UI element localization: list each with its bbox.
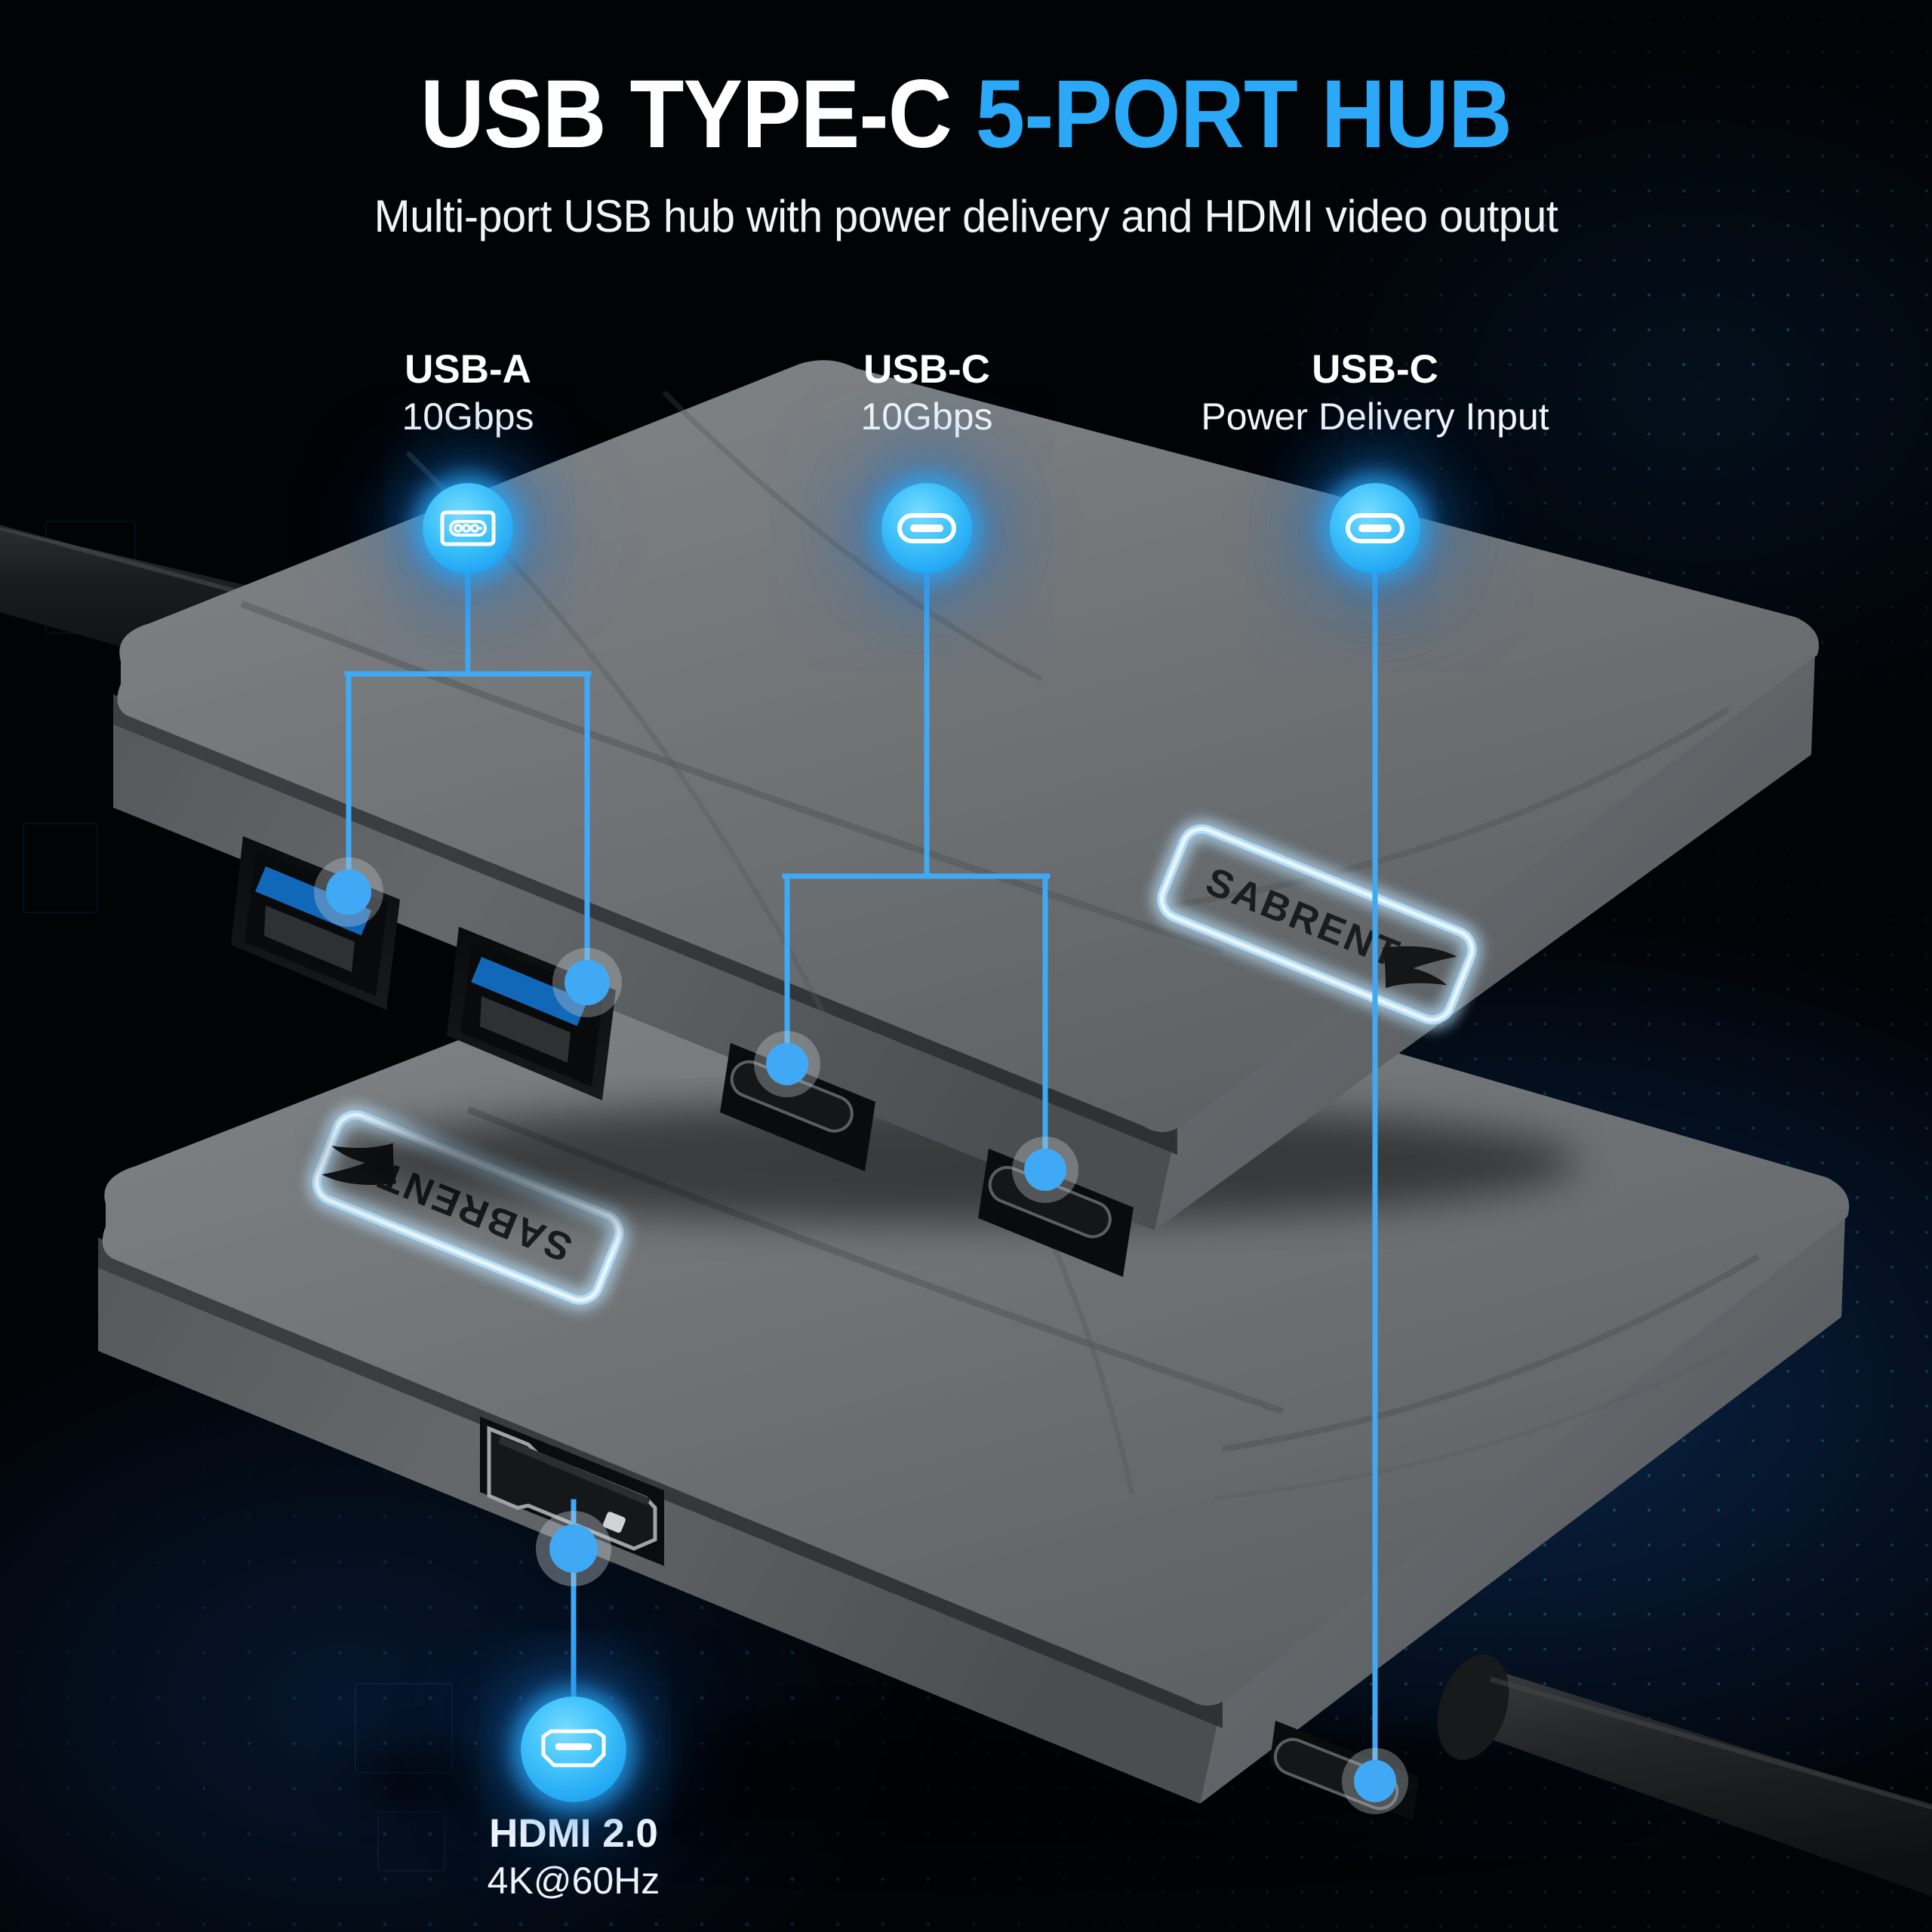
usb-a-port-1: [231, 836, 400, 1010]
usb-a-port-1-target[interactable]: [226, 830, 408, 1019]
callout-hdmi-subtitle: 4K@60Hz: [487, 1860, 660, 1903]
hdmi-icon-bubble[interactable]: [521, 1697, 626, 1802]
usb-c-icon: [897, 513, 956, 543]
page-title-accent: 5-PORT HUB: [975, 60, 1512, 168]
hdmi-port-target[interactable]: [474, 1411, 672, 1571]
hdmi-port: [480, 1417, 664, 1566]
callout-usb-c-data: USB-C 10Gbps: [738, 347, 1115, 439]
callout-usb-c-pd-subtitle: Power Delivery Input: [1201, 395, 1549, 438]
callout-usb-a-title: USB-A: [405, 347, 531, 392]
callout-usb-c-pd: USB-C Power Delivery Input: [1140, 347, 1611, 439]
usb-a-icon: [440, 510, 496, 546]
callout-hdmi-title: HDMI 2.0: [489, 1811, 658, 1856]
callout-usb-a: USB-A 10Gbps: [279, 347, 657, 439]
usb-c-data-icon-bubble[interactable]: [881, 483, 972, 574]
usb-c-pd-icon: [1346, 513, 1404, 543]
callout-usb-a-subtitle: 10Gbps: [401, 395, 534, 438]
page-subtitle: Multi-port USB hub with power delivery a…: [374, 191, 1558, 242]
background-accent-box-2: [23, 823, 98, 913]
callout-usb-c-pd-title: USB-C: [1312, 347, 1438, 392]
callout-hdmi: HDMI 2.0 4K@60Hz: [385, 1811, 762, 1903]
header: USB TYPE-C 5-PORT HUB Multi-port USB hub…: [0, 66, 1932, 242]
callout-usb-c-data-title: USB-C: [863, 347, 990, 392]
page-title-primary: USB TYPE-C: [420, 60, 976, 168]
hdmi-icon: [539, 1729, 608, 1770]
page-title: USB TYPE-C 5-PORT HUB: [77, 66, 1854, 163]
usb-c-pd-icon-bubble[interactable]: [1330, 483, 1420, 574]
usb-a-icon-bubble[interactable]: [423, 483, 513, 574]
usb-a-port-2: [447, 927, 616, 1100]
callout-usb-c-data-subtitle: 10Gbps: [860, 395, 993, 438]
usb-c-port-2-target[interactable]: [972, 1143, 1141, 1286]
usb-c-port-1-target[interactable]: [714, 1037, 883, 1180]
background-accent-box-4: [377, 1811, 445, 1872]
usb-c-pd-port-target[interactable]: [1263, 1715, 1429, 1828]
usb-a-port-2-target[interactable]: [442, 921, 623, 1109]
power-cable: [1437, 1654, 1932, 1897]
lower-hub-device: SABRENT: [98, 894, 1932, 1897]
